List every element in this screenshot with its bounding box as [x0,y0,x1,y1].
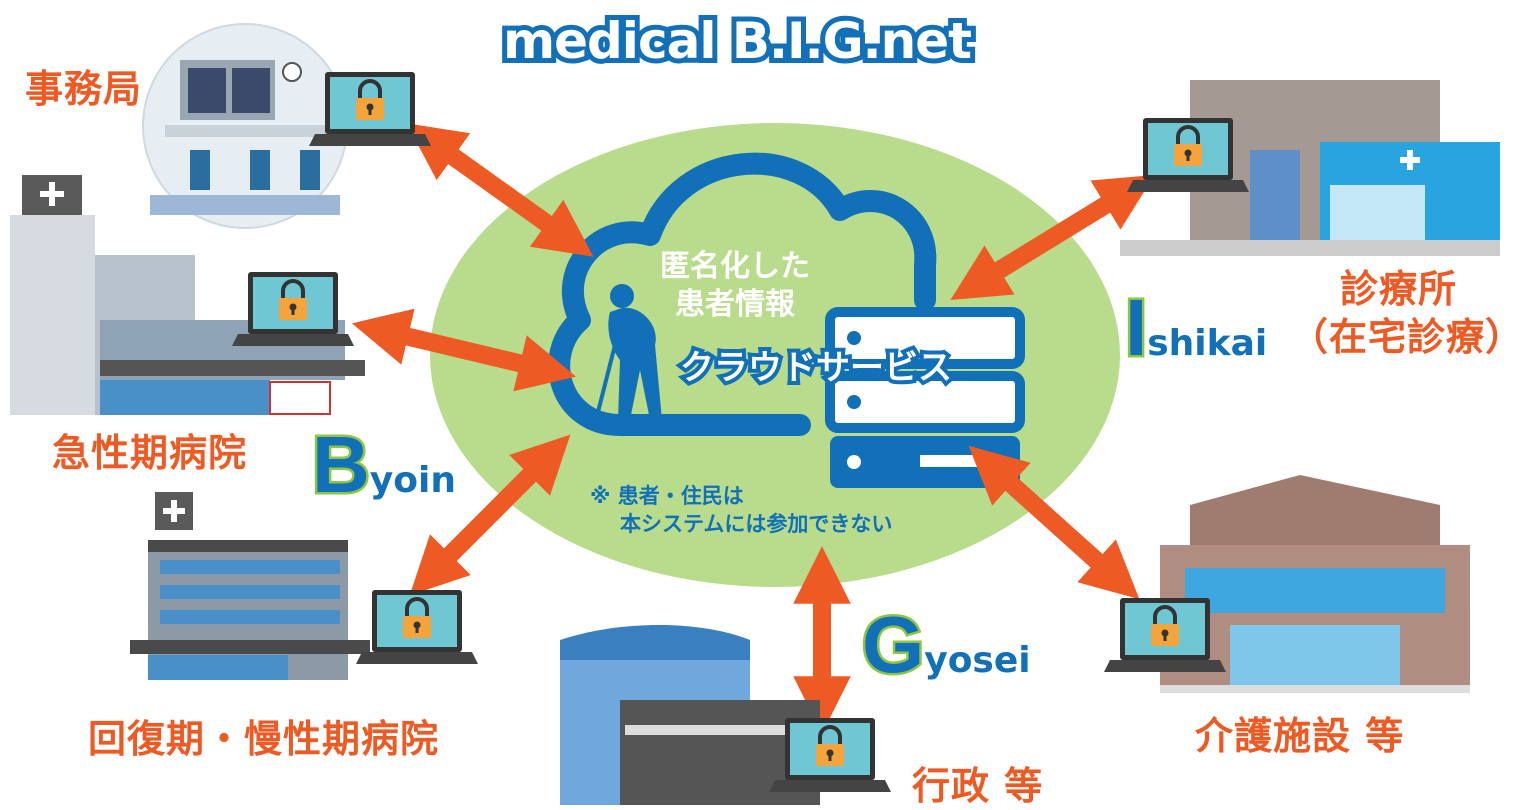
node-clinic-sublabel: （在宅診療） [1290,315,1525,359]
cloud-label-line1: 匿名化した [660,249,810,284]
cloud-service-label: クラウドサービス [676,344,956,392]
laptop-lock-icon [354,588,480,666]
letter-b-group: Byoin [310,422,456,507]
letter-b-suffix: yoin [369,460,456,501]
letter-i-suffix: shikai [1147,323,1268,364]
government-building-illustration [560,625,820,805]
letter-b: B [310,420,373,509]
letter-g: G [859,600,926,689]
node-clinic-label: 診療所 [1340,267,1458,311]
cloud-label: 匿名化した 患者情報 [630,248,840,324]
node-office-label: 事務局 [25,67,143,111]
participation-note-line2: 本システムには参加できない [620,512,893,536]
node-acute-label: 急性期病院 [52,431,248,475]
elderly-person-icon [596,284,662,420]
double-arrow-icon [351,123,1155,734]
letter-g-group: Gyosei [859,602,1031,687]
cloud-label-line2: 患者情報 [675,287,795,322]
server-icon [825,307,1025,488]
letter-i: I [1122,283,1149,372]
laptop-lock-icon [230,270,356,348]
participation-note: ※ 患者・住民は 本システムには参加できない [590,482,892,538]
chronic-hospital-illustration [130,492,370,680]
acute-hospital-illustration [10,175,365,415]
participation-note-line1: ※ 患者・住民は [590,484,744,508]
node-gov-label: 行政 等 [912,764,1044,808]
node-chronic-label: 回復期・慢性期病院 [88,717,440,761]
diagram-title: medical B.I.G.net [498,7,977,75]
laptop-lock-icon [1102,596,1228,674]
letter-i-group: Ishikai [1122,285,1268,370]
letter-g-suffix: yosei [924,640,1031,681]
laptop-lock-icon [767,716,893,794]
office-illustration [142,23,348,229]
laptop-lock-icon [1125,116,1251,194]
laptop-lock-icon [307,70,433,148]
node-care-label: 介護施設 等 [1195,714,1405,758]
